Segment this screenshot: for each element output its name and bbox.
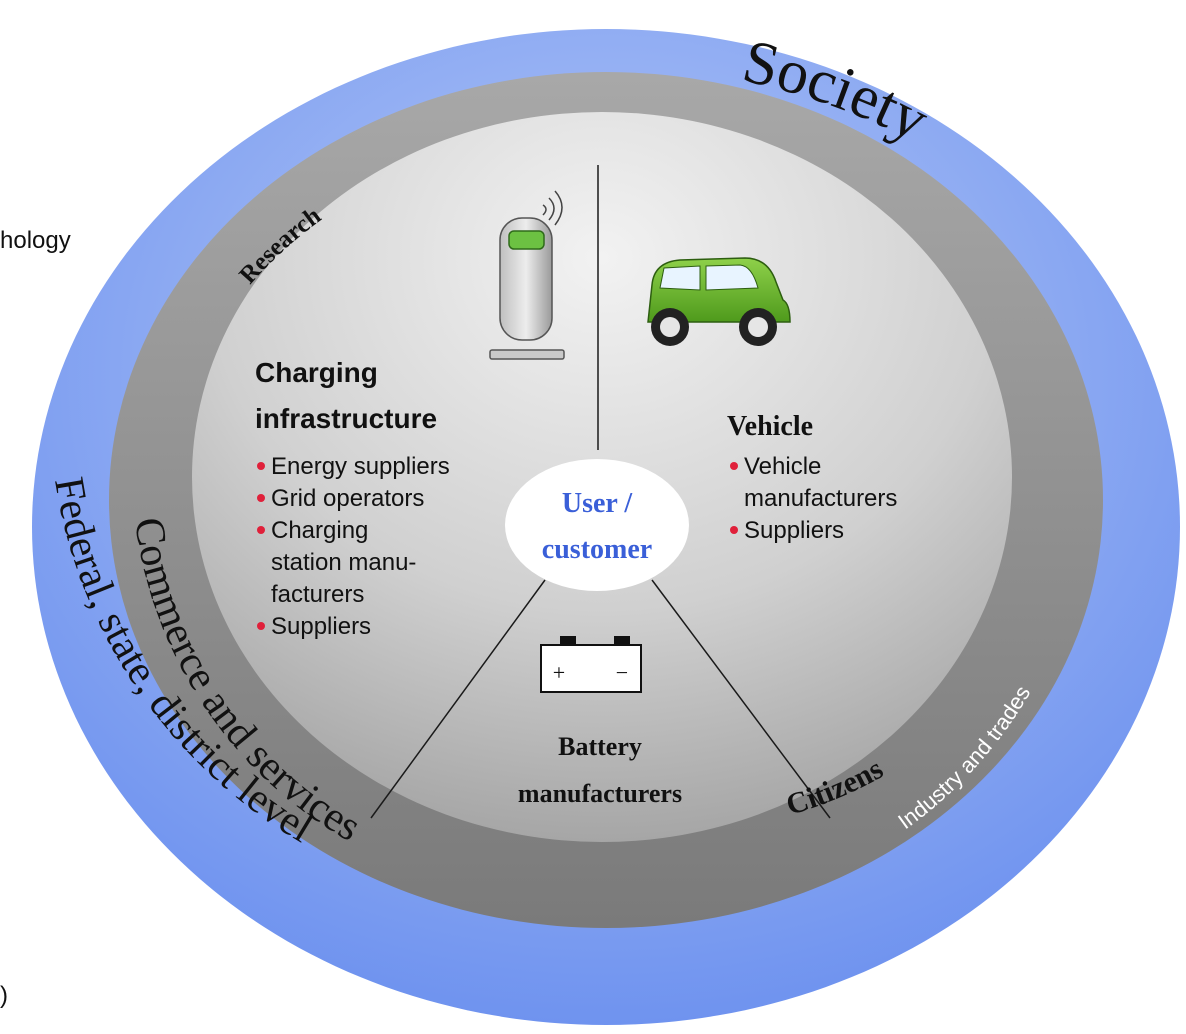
divider-line-right bbox=[651, 579, 831, 819]
charging-title-line1: Charging bbox=[255, 357, 378, 388]
center-label-line2: customer bbox=[542, 534, 652, 565]
bullet-dot bbox=[257, 462, 265, 470]
battery-title-line2: manufacturers bbox=[518, 779, 682, 808]
center-ellipse bbox=[505, 459, 689, 591]
battery-title-line1: Battery bbox=[558, 732, 642, 761]
list-item-text: station manu- bbox=[271, 549, 416, 576]
battery-plus: + bbox=[553, 660, 565, 685]
car-icon bbox=[647, 257, 791, 346]
bullet-dot bbox=[257, 494, 265, 502]
bullet-dot bbox=[730, 526, 738, 534]
list-item-text: Suppliers bbox=[744, 517, 844, 544]
battery-icon: + − bbox=[540, 636, 642, 693]
center-label-line1: User / bbox=[562, 488, 633, 519]
list-item-text: Suppliers bbox=[271, 613, 371, 640]
divider-line-left bbox=[370, 579, 546, 819]
charging-title-line2: infrastructure bbox=[255, 403, 437, 434]
fragment-text-bottom: ) bbox=[0, 982, 8, 1009]
list-item-text: facturers bbox=[271, 581, 364, 608]
charging-infrastructure-section: Charging infrastructure Energy suppliers… bbox=[255, 357, 450, 640]
bullet-dot bbox=[257, 526, 265, 534]
list-item-text: Vehicle bbox=[744, 453, 821, 480]
charging-station-icon bbox=[489, 190, 565, 360]
list-item-text: Grid operators bbox=[271, 485, 424, 512]
vehicle-title: Vehicle bbox=[727, 411, 813, 442]
list-item-text: Energy suppliers bbox=[271, 453, 450, 480]
list-item-text: Charging bbox=[271, 517, 368, 544]
bullet-dot bbox=[257, 622, 265, 630]
list-item-text: manufacturers bbox=[744, 485, 897, 512]
battery-minus: − bbox=[616, 660, 628, 685]
bullet-dot bbox=[730, 462, 738, 470]
fragment-text-top: hology bbox=[0, 227, 71, 254]
